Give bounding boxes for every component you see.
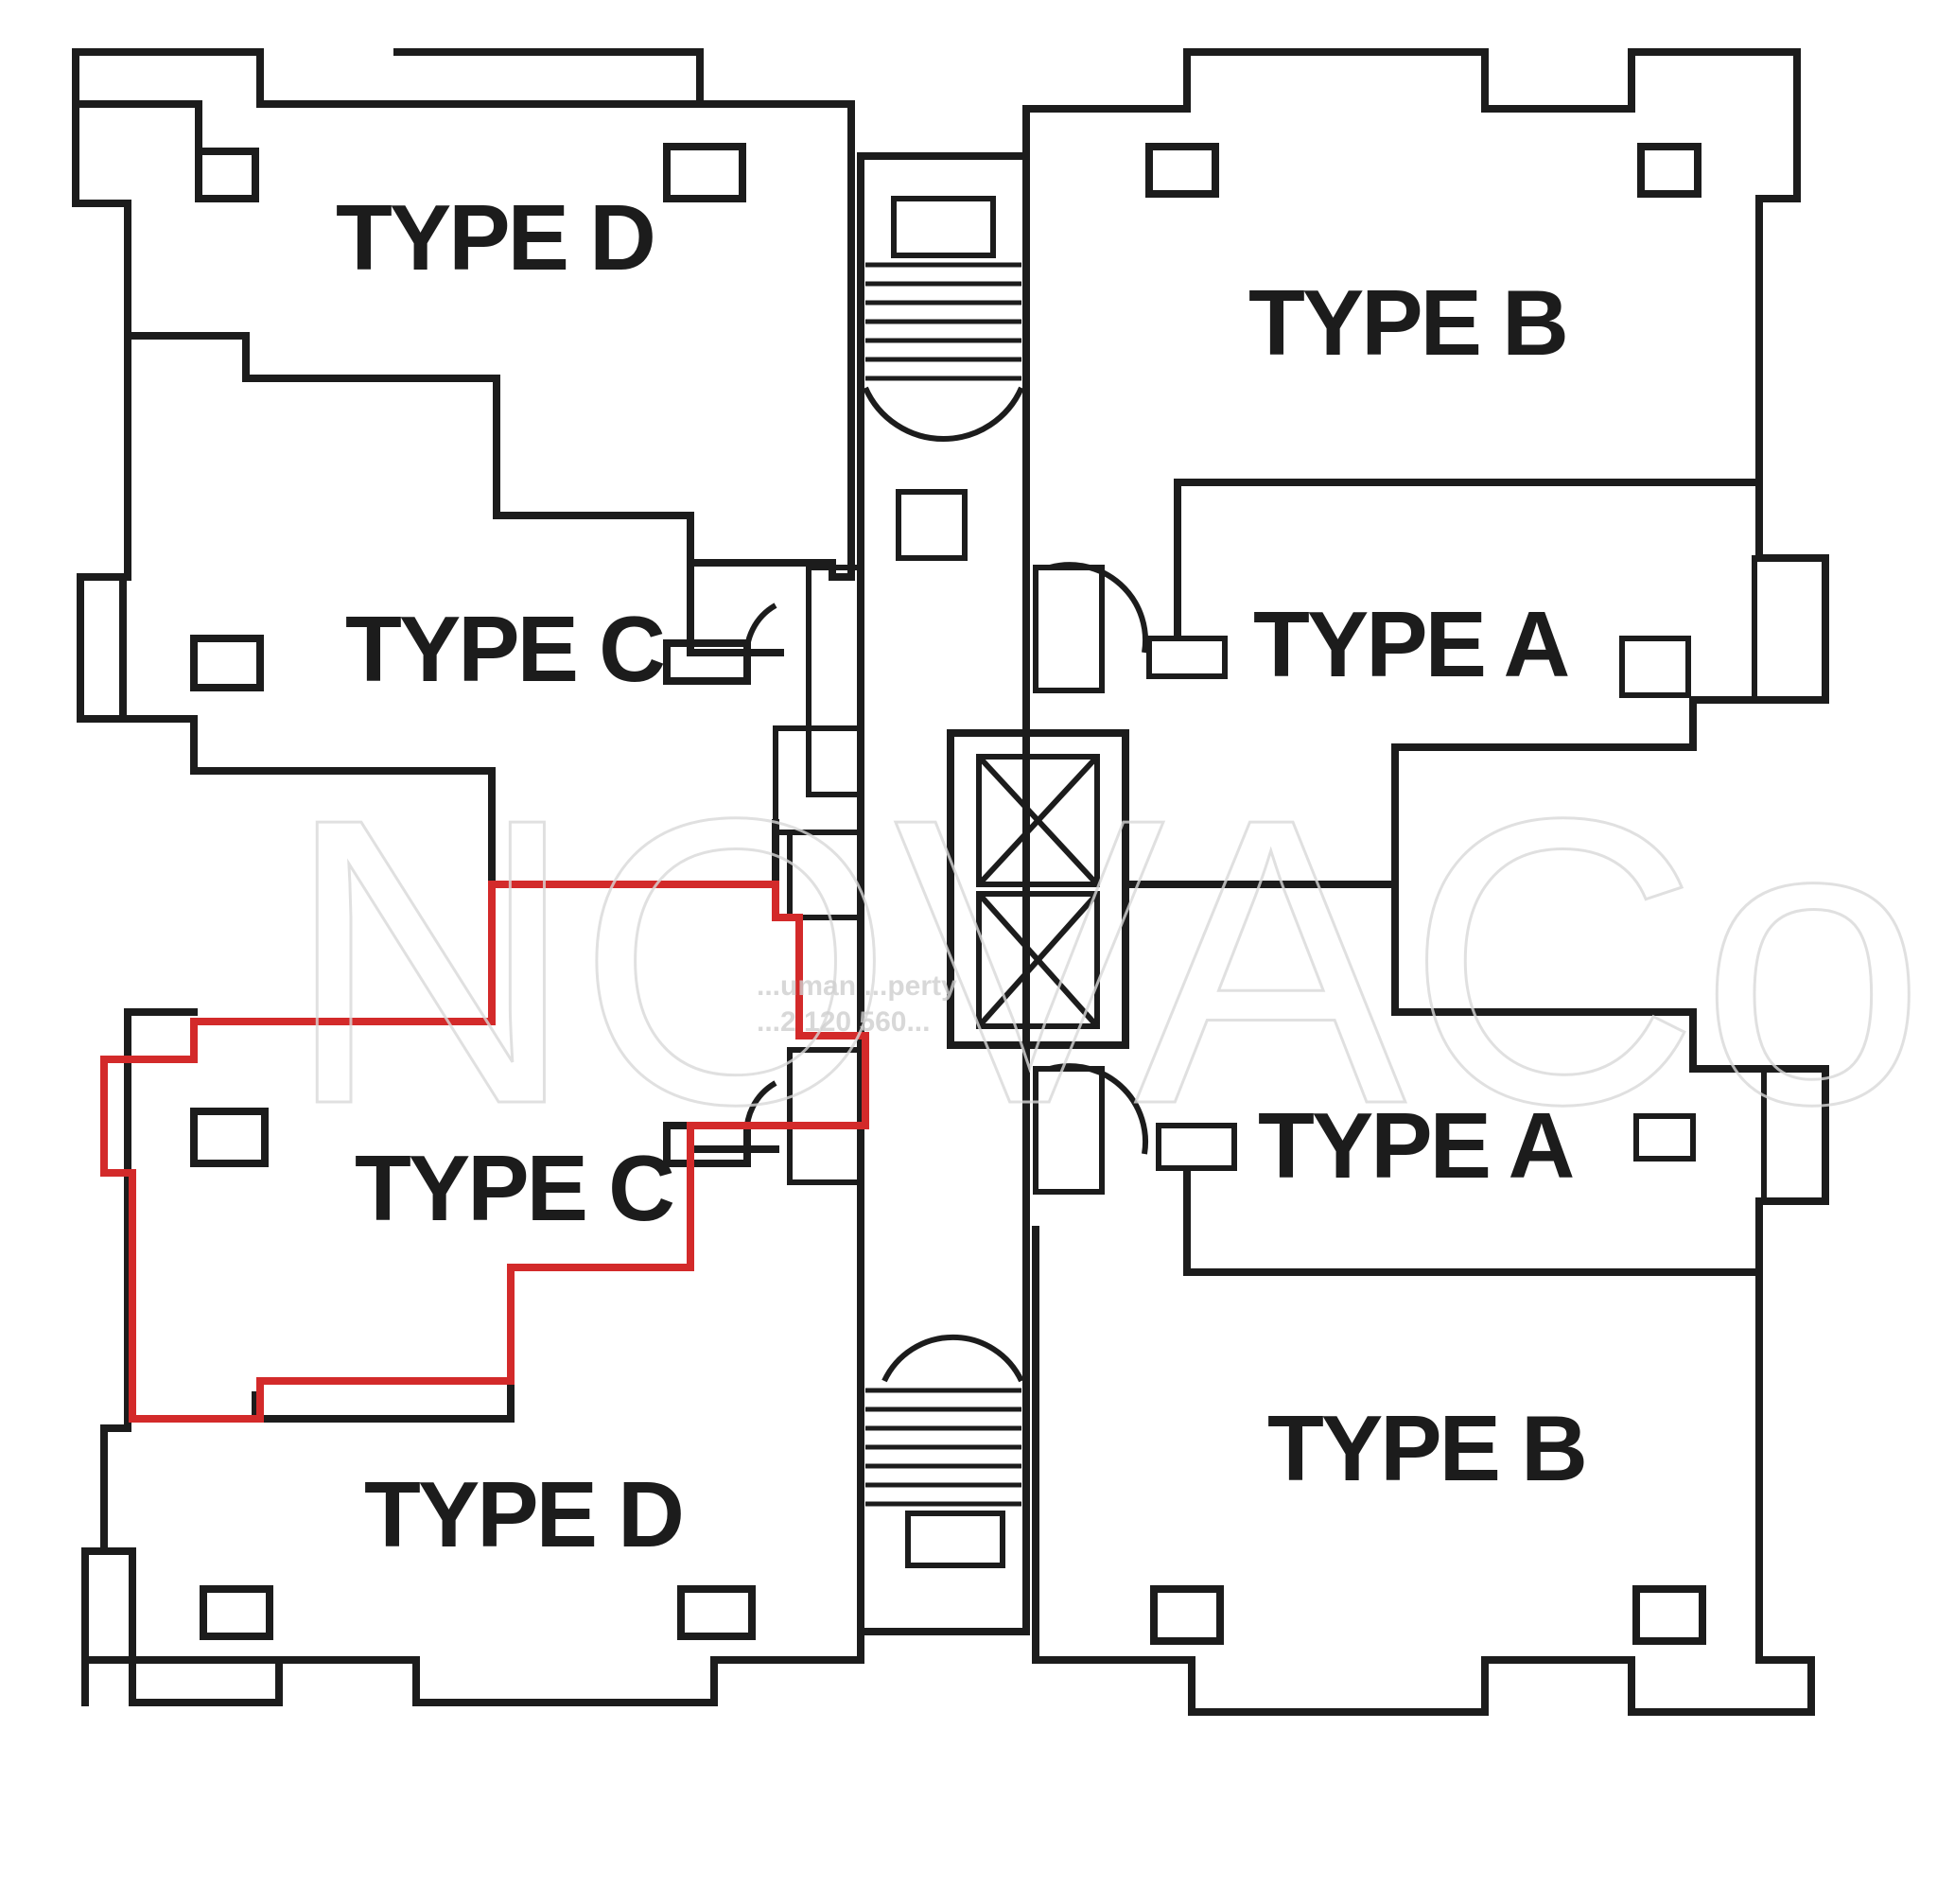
unit-label-bottom-left-d: TYPE D xyxy=(364,1462,682,1566)
door-swing xyxy=(1049,562,1149,654)
unit-label-upper-right-a: TYPE A xyxy=(1253,592,1569,696)
core-room xyxy=(806,565,864,797)
window-box xyxy=(1145,143,1219,198)
window-box xyxy=(1637,143,1701,198)
unit-label-lower-right-a: TYPE A xyxy=(1258,1093,1574,1197)
stair-bottom-box xyxy=(905,1511,1005,1568)
unit-outline-bottom-right-b xyxy=(1032,1226,1815,1716)
unit-label-upper-left-c: TYPE C xyxy=(345,597,664,701)
window-box xyxy=(1150,1585,1224,1645)
door-swing xyxy=(881,1334,1024,1383)
core-room xyxy=(1033,1066,1105,1195)
watermark-brand: NOVACo xyxy=(284,735,1926,1189)
watermark-line-2: ...2 120 560... xyxy=(757,1006,930,1038)
balcony-top-left-d xyxy=(393,48,704,108)
window-box xyxy=(1632,1585,1706,1645)
entry-box xyxy=(1156,1123,1237,1171)
lift-car-bottom xyxy=(976,891,1100,1029)
window-box xyxy=(190,635,264,691)
core-room xyxy=(787,1047,864,1185)
side-bay xyxy=(77,573,127,723)
unit-label-top-right-b: TYPE B xyxy=(1248,271,1566,375)
highlighted-unit-outline xyxy=(100,881,869,1423)
window-box xyxy=(195,148,259,202)
lift-shaft xyxy=(947,729,1129,1049)
bay-top-left xyxy=(72,100,202,155)
stair-top-box xyxy=(891,196,996,258)
lift-car-top xyxy=(976,754,1100,887)
door-swing xyxy=(743,1080,777,1141)
unit-label-top-left-d: TYPE D xyxy=(336,185,654,289)
core-room xyxy=(1033,565,1105,693)
stair-bottom xyxy=(865,1388,1021,1507)
unit-label-lower-left-c: TYPE C xyxy=(355,1136,673,1240)
window-box xyxy=(677,1585,756,1640)
window-box xyxy=(1633,1113,1696,1162)
bay-bottom-left xyxy=(81,1656,420,1706)
window-box xyxy=(200,1585,273,1640)
unit-label-bottom-right-b: TYPE B xyxy=(1267,1396,1585,1500)
door-swing xyxy=(743,603,777,663)
unit-outline-top-left-d xyxy=(72,48,855,581)
entry-box xyxy=(1146,636,1228,679)
unit-outline-top-right-b xyxy=(1022,48,1801,486)
stair-top xyxy=(865,262,1021,381)
core-room xyxy=(787,830,864,920)
core-room xyxy=(896,489,968,561)
door-swing xyxy=(863,386,1024,442)
unit-wall xyxy=(687,512,784,656)
watermark-line-1: ...uman ...perty xyxy=(757,970,957,1002)
side-bay xyxy=(1761,1066,1828,1204)
window-box xyxy=(190,1108,269,1167)
window-box xyxy=(1619,636,1691,698)
window-box xyxy=(663,143,746,202)
side-bay xyxy=(1752,555,1828,703)
